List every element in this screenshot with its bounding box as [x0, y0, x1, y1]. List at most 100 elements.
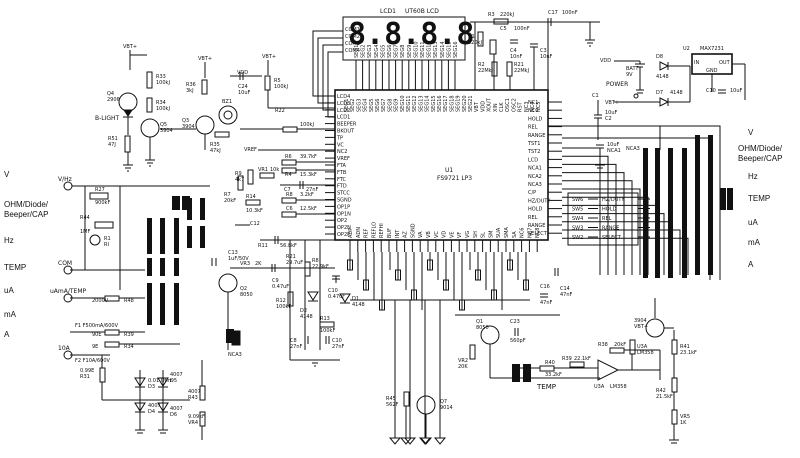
ic-bottom-pin-label: VA: [418, 231, 424, 238]
lcd-part: UT60B LCD: [405, 8, 439, 15]
svg-text:100nF: 100nF: [514, 26, 530, 32]
svg-text:D3: D3: [148, 384, 155, 390]
ic-top-pin-label: SEG9: [394, 99, 400, 112]
svg-text:10uF: 10uF: [605, 110, 618, 116]
ic-top-pin-label: NC5: [536, 102, 542, 112]
ic-ref: U1: [445, 167, 453, 174]
switch-contact-bar: [226, 329, 234, 343]
svg-text:F2 F10A/600V: F2 F10A/600V: [75, 358, 111, 364]
svg-text:R36: R36: [186, 82, 196, 88]
svg-text:RI: RI: [104, 242, 109, 248]
svg-text:R45: R45: [386, 396, 396, 402]
ic-bottom-pin-label: VE: [449, 231, 455, 238]
ic-top-pin-label: RST: [518, 101, 524, 112]
jack-vhz[interactable]: [63, 181, 73, 191]
svg-text:R13: R13: [320, 316, 330, 322]
ic-bottom-pin-label: NC6: [520, 228, 526, 238]
svg-text:R3: R3: [488, 12, 495, 18]
bottom-resistor: [395, 269, 401, 281]
svg-text:C24: C24: [238, 84, 248, 90]
bottom-right-circuit: Q1 8050 VR2 20K C23 560pF C16 47nF C14 4…: [386, 268, 697, 445]
ic-left-pin-label: LCD4: [337, 94, 350, 100]
svg-text:BATT: BATT: [626, 66, 639, 72]
svg-text:VBT+: VBT+: [605, 100, 619, 106]
jack-com[interactable]: [63, 265, 73, 275]
svg-text:R51: R51: [108, 136, 118, 142]
ic-left-pin-label: FTB: [337, 170, 347, 176]
ic-top-pin-label: SEG18: [449, 95, 455, 112]
svg-text:NCA3: NCA3: [228, 352, 242, 358]
svg-text:10uF: 10uF: [730, 88, 743, 94]
bottom-resistor: [363, 279, 369, 291]
ground-arrow: [433, 437, 447, 445]
switch-name: SELECT: [602, 235, 622, 241]
ic-top-pin-label: SEG11: [406, 95, 412, 112]
svg-text:MAX7231: MAX7231: [700, 46, 724, 52]
ic-left-pin-label: TP: [336, 135, 343, 141]
lcd-seg-label: SEG14: [440, 41, 446, 58]
lcd-seg-label: SEG5: [380, 45, 386, 58]
ic-top-pin-label: SEG10: [400, 95, 406, 112]
ic-left-pin-label: OP2N: [337, 225, 351, 231]
switch-contact-bar: [174, 283, 179, 325]
switch-contact-bar: [160, 258, 165, 276]
svg-text:C7: C7: [284, 187, 291, 193]
ic-top-pin-label: SEG14: [425, 95, 431, 112]
svg-text:27nF: 27nF: [332, 344, 345, 350]
switch-ref: SW5: [572, 207, 583, 213]
jack-10a[interactable]: [63, 350, 73, 360]
svg-text:R31: R31: [80, 374, 90, 380]
svg-text:220kJ: 220kJ: [500, 12, 514, 18]
svg-text:4007: 4007: [170, 372, 183, 378]
temp-label: TEMP: [536, 383, 556, 391]
svg-text:100kF: 100kF: [276, 304, 291, 310]
svg-text:B-LIGHT: B-LIGHT: [95, 115, 120, 122]
svg-text:10k: 10k: [270, 167, 279, 173]
svg-text:23.1kF: 23.1kF: [680, 350, 697, 356]
svg-text:22.9kF: 22.9kF: [312, 264, 329, 270]
svg-text:R34: R34: [156, 100, 166, 106]
ic-left-pin-label: OP1P: [337, 204, 350, 210]
ic-bottom-pin-label: VB: [426, 231, 432, 238]
jack-uama-temp[interactable]: [63, 293, 73, 303]
right-label-temp: TEMP: [748, 194, 771, 203]
svg-text:Q3: Q3: [182, 118, 189, 124]
ic-right-pin-label: REL: [528, 215, 538, 221]
diode-bridge: 0.01 Ohm D3 4007 D4 4007 D5 4007 D6: [134, 370, 183, 434]
svg-text:900kF: 900kF: [95, 200, 110, 206]
svg-text:10.3kF: 10.3kF: [246, 208, 263, 214]
ic-left-pin-label: FTD: [337, 184, 347, 190]
svg-text:Q5: Q5: [160, 122, 167, 128]
ic-top-pin-label: SEG8: [387, 99, 393, 112]
ic-left-pin-label: OP2: [337, 218, 347, 224]
svg-text:R35: R35: [210, 142, 220, 148]
ic-top-pin-label: OSC1: [505, 98, 511, 112]
switch-name: RANGE: [602, 226, 619, 232]
svg-text:100kJ: 100kJ: [300, 122, 314, 128]
svg-text:22MkJ: 22MkJ: [514, 68, 529, 74]
right-trace: [562, 237, 689, 275]
ic-right-pin-label: REL: [528, 125, 538, 131]
temp-switch: TEMP: [512, 364, 556, 391]
lcd-com1: COM1: [345, 27, 360, 33]
ic-bottom-pin-label: ADP: [348, 228, 354, 238]
right-trace: [562, 155, 609, 275]
ic-left-pin-label: NC2: [337, 149, 347, 155]
svg-text:C3: C3: [540, 48, 547, 54]
ic-left-pin-label: OP1N: [337, 211, 351, 217]
left-label-v: V: [4, 170, 10, 179]
left-label-temp: TEMP: [4, 263, 27, 272]
svg-text:20kF: 20kF: [614, 342, 626, 348]
svg-text:Q4: Q4: [107, 91, 114, 97]
svg-text:100kJ: 100kJ: [156, 80, 170, 86]
svg-text:C5: C5: [500, 26, 507, 32]
svg-text:27nF: 27nF: [306, 187, 319, 193]
svg-text:3904: 3904: [634, 318, 647, 324]
svg-text:R43: R43: [188, 395, 198, 401]
ic-right-pin-label: HZ/DUTY: [528, 198, 551, 204]
top-right-circuit: R3 220kJ C17 100nF R1 220kJ C4 10nF C3 1…: [468, 10, 600, 90]
svg-text:56.8kF: 56.8kF: [280, 243, 297, 249]
switch-contact-bar: [174, 258, 179, 276]
